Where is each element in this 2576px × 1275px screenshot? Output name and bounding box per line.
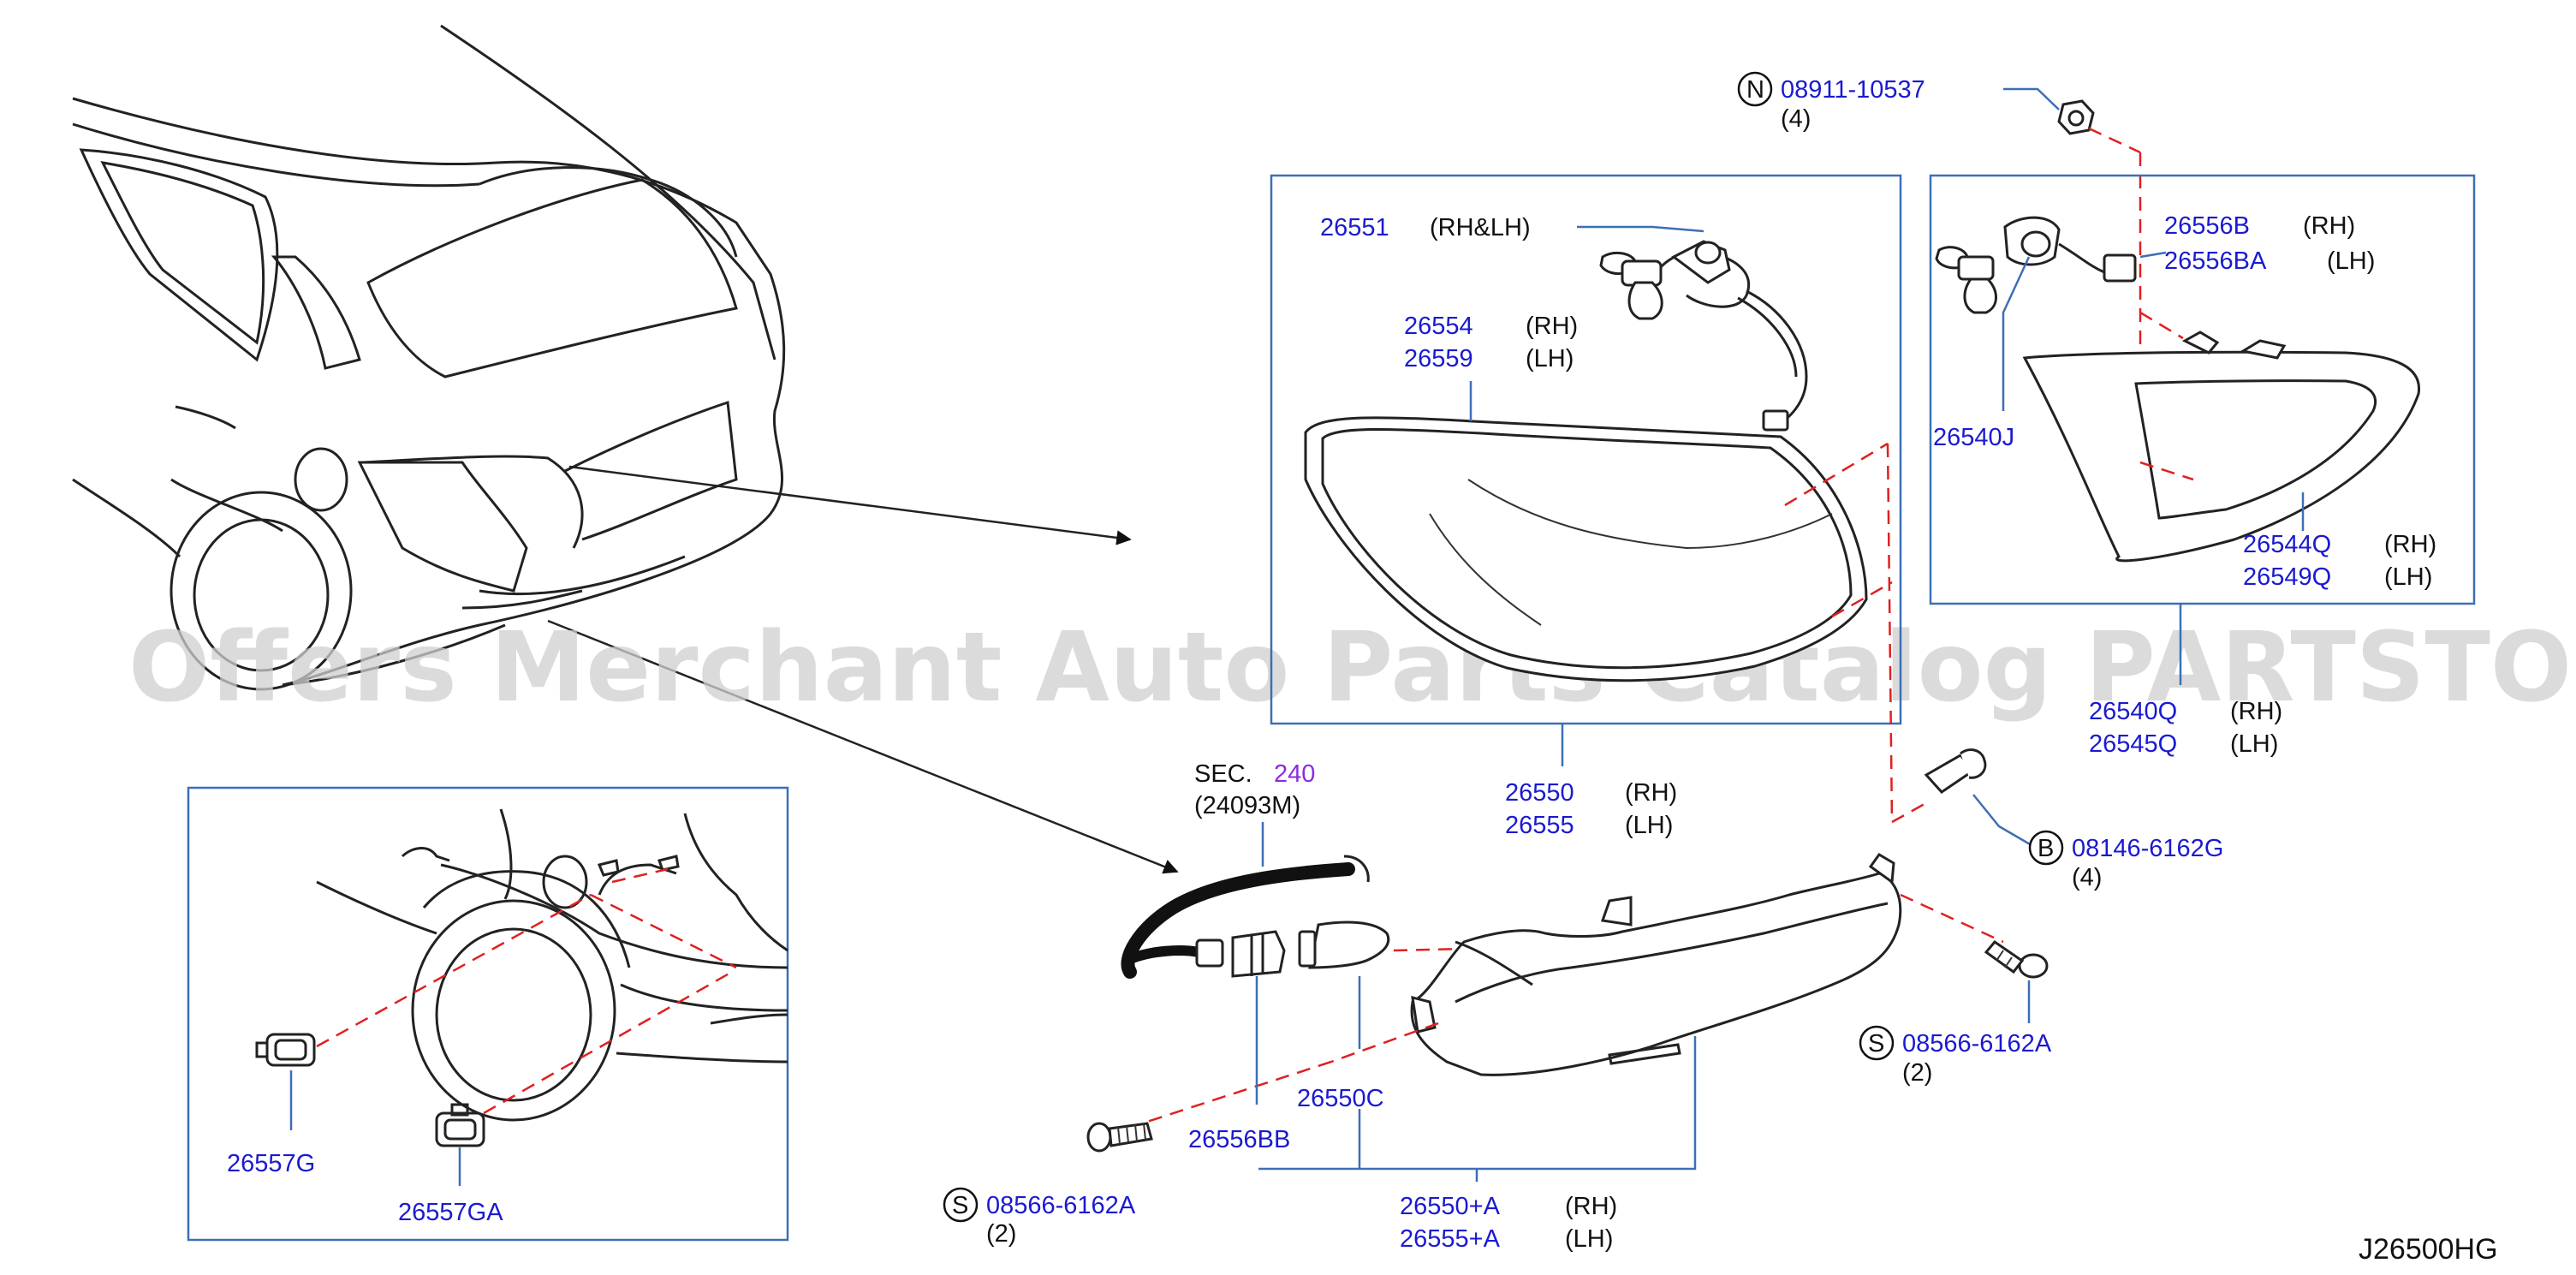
svg-text:26555: 26555 bbox=[1505, 812, 1574, 839]
svg-text:(RH): (RH) bbox=[2303, 212, 2355, 240]
outer-tail-lamp-frame bbox=[1270, 174, 1902, 725]
fastener-screw-s-right: S 08566-6162A (2) bbox=[1859, 1025, 2052, 1087]
screw-left bbox=[1086, 1122, 1153, 1153]
label-inner-gasket: 26544Q (RH) 26549Q (LH) bbox=[2243, 531, 2436, 591]
svg-text:(2): (2) bbox=[1902, 1059, 1932, 1087]
svg-text:08566-6162A: 08566-6162A bbox=[986, 1192, 1136, 1219]
svg-text:(LH): (LH) bbox=[2230, 730, 2278, 758]
clip-lh bbox=[435, 1103, 485, 1147]
svg-text:26555+A: 26555+A bbox=[1400, 1225, 1501, 1253]
label-bumper-socket: 26556BB bbox=[1188, 1126, 1290, 1153]
svg-text:(RH): (RH) bbox=[1625, 779, 1677, 807]
svg-text:08146-6162G: 08146-6162G bbox=[2072, 835, 2223, 862]
clip-rh bbox=[255, 1033, 316, 1067]
svg-text:(LH): (LH) bbox=[1625, 812, 1673, 839]
fastener-screw-s-left: S 08566-6162A (2) bbox=[943, 1187, 1136, 1248]
label-bumper-bulb: 26550C bbox=[1297, 1085, 1384, 1112]
inset-bumper-view bbox=[316, 808, 788, 1122]
bumper-harness bbox=[1121, 855, 1370, 979]
svg-text:SEC.: SEC. bbox=[1194, 760, 1252, 788]
svg-text:26550+A: 26550+A bbox=[1400, 1193, 1501, 1220]
svg-text:26554: 26554 bbox=[1404, 313, 1473, 340]
svg-text:26556B: 26556B bbox=[2164, 212, 2250, 240]
svg-text:S: S bbox=[1868, 1030, 1884, 1058]
svg-text:(2): (2) bbox=[986, 1220, 1016, 1248]
svg-text:26559: 26559 bbox=[1404, 345, 1473, 372]
svg-text:(RH): (RH) bbox=[1565, 1193, 1617, 1220]
inner-lamp-assembly bbox=[2022, 331, 2421, 563]
svg-text:08911-10537: 08911-10537 bbox=[1781, 76, 1925, 104]
diagram-code: J26500HG bbox=[2359, 1233, 2498, 1266]
label-clip-rh: 26557G bbox=[227, 1150, 315, 1177]
svg-text:26556BA: 26556BA bbox=[2164, 247, 2267, 275]
vehicle-rear-view bbox=[72, 24, 786, 691]
tail-lamp-assembly bbox=[1304, 416, 1868, 682]
svg-text:26550: 26550 bbox=[1505, 779, 1574, 807]
svg-text:26540Q: 26540Q bbox=[2089, 698, 2177, 725]
svg-text:(RH): (RH) bbox=[1526, 313, 1578, 340]
svg-text:N: N bbox=[1746, 76, 1764, 104]
label-inner-socket: 26556B (RH) 26556BA (LH) bbox=[2164, 212, 2375, 275]
inner-socket-harness bbox=[1935, 216, 2137, 314]
label-clip-lh: 26557GA bbox=[398, 1199, 503, 1226]
svg-text:26551: 26551 bbox=[1320, 214, 1389, 241]
label-outer-lamp: 26550 (RH) 26555 (LH) bbox=[1505, 779, 1677, 839]
svg-text:26544Q: 26544Q bbox=[2243, 531, 2331, 558]
svg-text:(LH): (LH) bbox=[2327, 247, 2375, 275]
svg-text:(RH): (RH) bbox=[2230, 698, 2282, 725]
label-inner-bulb: 26540J bbox=[1933, 424, 2014, 451]
label-bumper-lamp: 26550+A (RH) 26555+A (LH) bbox=[1400, 1193, 1617, 1253]
socket-harness bbox=[1599, 240, 1808, 432]
bumper-bulb bbox=[1298, 921, 1390, 969]
bumper-lamp-assembly bbox=[1410, 853, 1902, 1076]
svg-text:08566-6162A: 08566-6162A bbox=[1902, 1030, 2052, 1058]
arrow-to-tail-lamp bbox=[568, 465, 1132, 545]
svg-text:26549Q: 26549Q bbox=[2243, 563, 2331, 591]
svg-text:S: S bbox=[952, 1192, 968, 1219]
fastener-bolt-b: B 08146-6162G (4) bbox=[1924, 748, 2223, 891]
svg-text:(RH&LH): (RH&LH) bbox=[1430, 214, 1531, 241]
watermark-text: Offers Merchant Auto Parts Catalog PARTS… bbox=[128, 612, 2576, 724]
label-socket-harness: 26551 (RH&LH) bbox=[1320, 214, 1531, 241]
svg-text:(LH): (LH) bbox=[1526, 345, 1574, 372]
screw-right bbox=[1984, 939, 2049, 979]
svg-text:(RH): (RH) bbox=[2384, 531, 2436, 558]
bumper-socket bbox=[1231, 930, 1286, 978]
svg-text:B: B bbox=[2038, 835, 2054, 862]
svg-text:(24093M): (24093M) bbox=[1194, 792, 1300, 819]
svg-text:(4): (4) bbox=[1781, 105, 1811, 133]
section-reference: SEC. 240 (24093M) bbox=[1194, 760, 1315, 867]
inner-lamp-frame bbox=[1929, 174, 2476, 605]
svg-text:(LH): (LH) bbox=[1565, 1225, 1613, 1253]
svg-text:(4): (4) bbox=[2072, 864, 2102, 891]
svg-text:26545Q: 26545Q bbox=[2089, 730, 2177, 758]
svg-text:240: 240 bbox=[1274, 760, 1315, 788]
arrow-to-bumper-lamp bbox=[547, 619, 1179, 874]
fastener-nut-n: N 08911-10537 (4) bbox=[1737, 71, 2095, 135]
label-inner-lamp: 26540Q (RH) 26545Q (LH) bbox=[2089, 698, 2282, 758]
svg-text:(LH): (LH) bbox=[2384, 563, 2432, 591]
label-lens-gasket: 26554 (RH) 26559 (LH) bbox=[1404, 313, 1578, 372]
